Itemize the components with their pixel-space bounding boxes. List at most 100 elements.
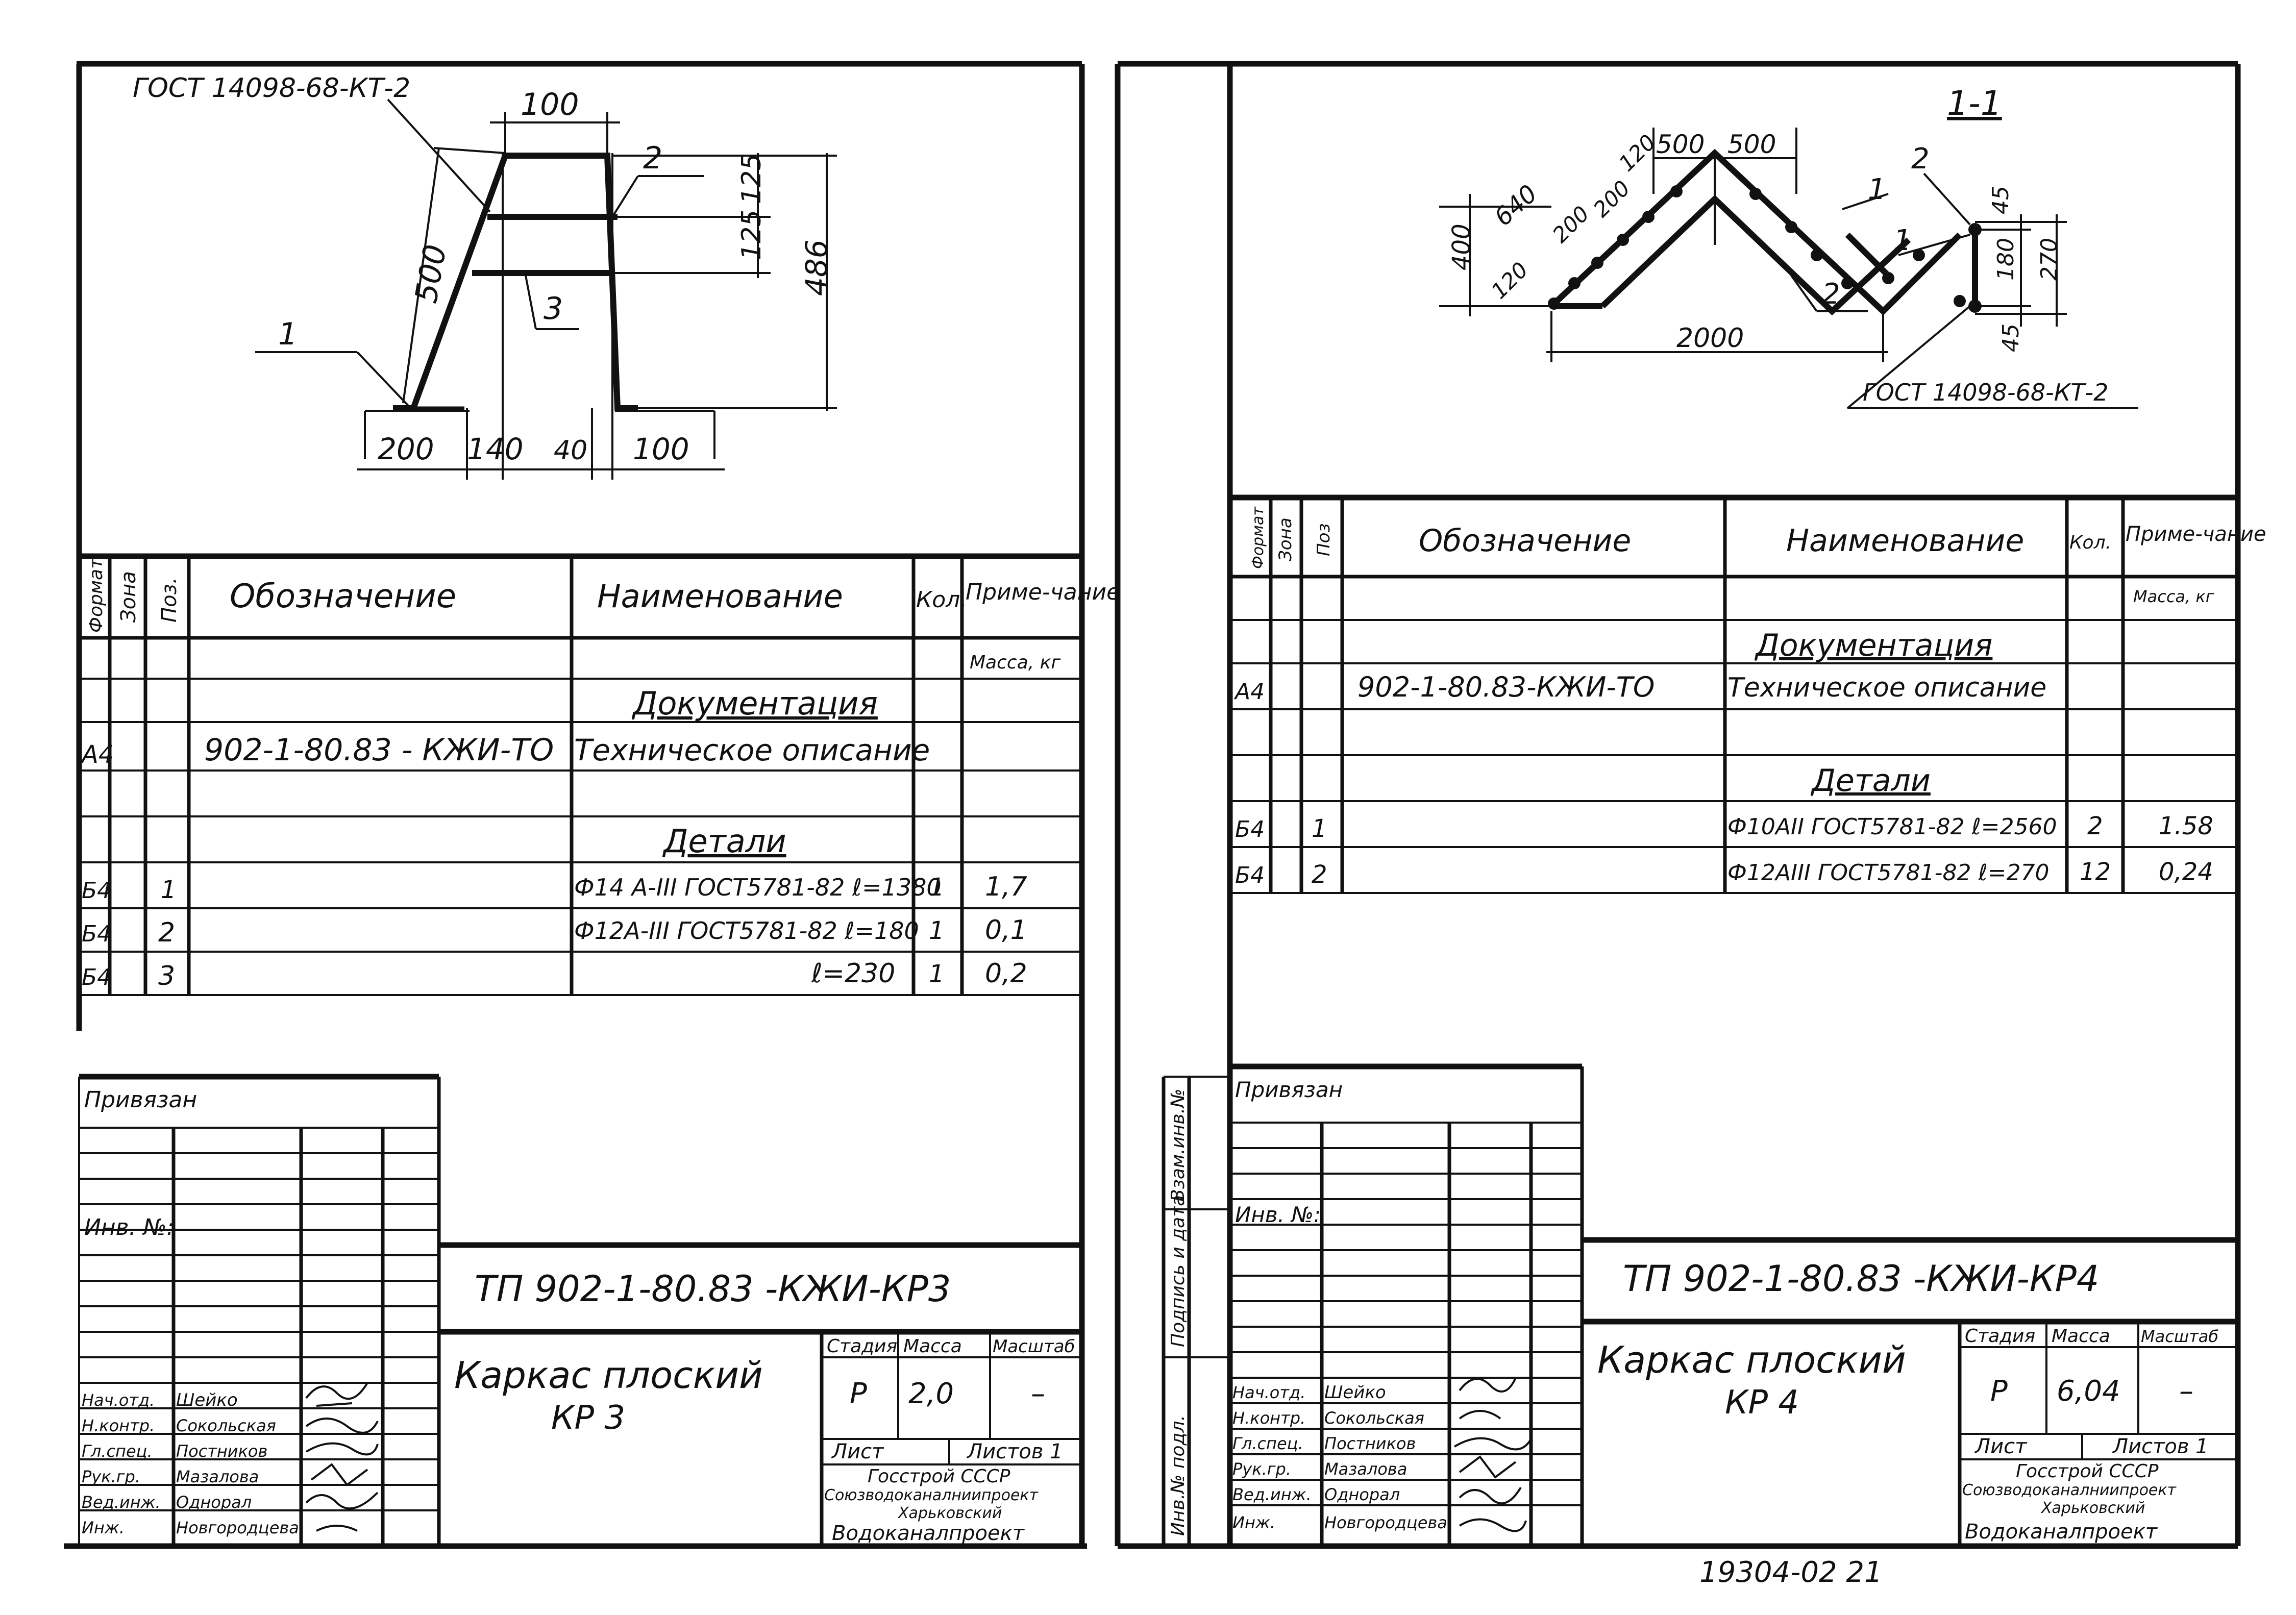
kr4-row1-mass: 1.58: [2159, 812, 2213, 840]
kr4-header-format: Формат: [1249, 506, 1267, 569]
callout-2: 2: [643, 140, 662, 176]
kr4-header-pos: Поз: [1314, 524, 1334, 556]
staff-name-2: Сокольская: [176, 1416, 276, 1435]
dim-v1: 125: [736, 154, 767, 204]
kr3-title-block: Привязан Инв. №: ТП 902-1-80.83 -КЖИ-КР3…: [78, 1074, 1082, 1546]
kr4-signature-2: [1459, 1410, 1501, 1420]
dim-640: 640: [1489, 179, 1543, 232]
kr4-scale-value: –: [2179, 1375, 2193, 1408]
kr4-doc-heading: Документация: [1754, 628, 1992, 663]
dim-45b: 45: [1998, 324, 2024, 352]
kr4-mass-label: Масса, кг: [2133, 587, 2214, 606]
kr4-doc-format: А4: [1233, 679, 1265, 705]
kr4-staff-role-6: Инж.: [1232, 1513, 1275, 1532]
row2-format: Б4: [82, 921, 111, 947]
kr4-callout-1b: 1: [1893, 224, 1912, 257]
header-designation: Обозначение: [230, 578, 456, 615]
staff-name-6: Новгородцева: [176, 1518, 299, 1537]
row1-name: Ф14 А-III ГОСТ5781-82 ℓ=1380: [574, 874, 942, 901]
kr4-stage-header: Стадия: [1965, 1326, 2035, 1347]
row1-qty: 1: [929, 873, 945, 902]
staff-role-1: Нач.отд.: [82, 1390, 155, 1410]
kr4-row2-mass: 0,24: [2159, 858, 2213, 886]
dim-v2: 125: [736, 210, 767, 260]
kr4-header-name: Наименование: [1786, 523, 2024, 559]
dim-b2: 140: [467, 432, 524, 466]
dim-180: 180: [1993, 238, 2019, 281]
doc-format: А4: [80, 740, 114, 769]
header-zone: Зона: [117, 571, 140, 623]
kr4-row2-format: Б4: [1235, 862, 1265, 888]
kr4-signature-3: [1453, 1437, 1532, 1451]
kr4-drawing-code: ТП 902-1-80.83 -КЖИ-КР4: [1623, 1258, 2099, 1300]
side-label-sign: Подпись и дата: [1168, 1195, 1189, 1347]
kr4-doc-name: Техническое описание: [1727, 673, 2046, 703]
section-label: 1-1: [1947, 84, 2002, 123]
kr4-doc-designation: 902-1-80.83-КЖИ-ТО: [1357, 671, 1655, 703]
kr4-title-block: Привязан Инв. №: ТП 902-1-80.83 -КЖИ-КР4…: [1230, 1063, 2238, 1546]
callout-1: 1: [278, 316, 298, 352]
row2-pos: 2: [158, 917, 175, 948]
mass-header: Масса: [903, 1336, 962, 1357]
dim-500b: 500: [1727, 130, 1776, 159]
dim-270: 270: [2036, 238, 2062, 281]
drawing-code: ТП 902-1-80.83 -КЖИ-КР3: [475, 1268, 951, 1310]
dim-b1: 200: [378, 432, 434, 466]
org-line-4: Водоканалпроект: [832, 1522, 1025, 1545]
row1-format: Б4: [82, 878, 111, 904]
dim-120a: 120: [1486, 257, 1533, 304]
kr4-scale-header: Масштаб: [2141, 1327, 2218, 1346]
dim-2000: 2000: [1676, 323, 1744, 354]
dim-400: 400: [1447, 223, 1476, 270]
kr4-parts-heading: Детали: [1810, 763, 1931, 799]
side-label-replace: Взам.инв.№: [1168, 1088, 1189, 1202]
row3-qty: 1: [929, 960, 945, 988]
staff-name-1: Шейко: [176, 1390, 238, 1410]
staff-role-4: Рук.гр.: [82, 1467, 140, 1486]
kr4-mass-value: 6,04: [2057, 1375, 2120, 1408]
org-line-2: Союзводоканалниипроект: [824, 1486, 1039, 1504]
kr4-staff-role-4: Рук.гр.: [1232, 1459, 1291, 1479]
header-qty: Кол.: [916, 587, 967, 613]
doc-name: Техническое описание: [574, 733, 930, 767]
kr4-signature-1: [1459, 1377, 1517, 1393]
header-note: Приме-чание: [966, 579, 1120, 605]
kr4-org-line-3: Харьковский: [2040, 1499, 2145, 1517]
kr4-staff-role-5: Вед.инж.: [1232, 1485, 1312, 1504]
kr4-callout-2b: 2: [1822, 278, 1840, 311]
signature-6: [316, 1525, 358, 1532]
kr4-callout-2a: 2: [1911, 142, 1930, 176]
signature-1: [305, 1382, 368, 1407]
kr4-org-line-2: Союзводоканалниипроект: [1962, 1481, 2177, 1499]
doc-designation: 902-1-80.83 - КЖИ-ТО: [204, 732, 554, 768]
row3-pos: 3: [158, 961, 175, 991]
dim-b4: 100: [633, 432, 689, 466]
kr4-bound-label: Привязан: [1235, 1077, 1343, 1102]
doc-heading: Документация: [631, 685, 878, 722]
staff-role-6: Инж.: [82, 1518, 125, 1537]
inv-label: Инв. №:: [84, 1214, 174, 1240]
weld-ref-label: ГОСТ 14098-68-КТ-2: [133, 73, 410, 104]
kr4-staff-name-4: Мазалова: [1324, 1459, 1407, 1479]
callout-3: 3: [544, 291, 563, 327]
kr4-inv-label: Инв. №:: [1235, 1202, 1321, 1227]
left-sheet: ГОСТ 14098-68-КТ-2 200 140 40 100 100: [64, 61, 1120, 1549]
row3-name: ℓ=230: [811, 958, 895, 989]
kr4-row2-name: Ф12АIII ГОСТ5781-82 ℓ=270: [1727, 860, 2049, 886]
kr4-org-line-1: Госстрой СССР: [2016, 1461, 2159, 1482]
mass-label: Масса, кг: [970, 652, 1061, 673]
staff-name-5: Однорал: [176, 1493, 252, 1512]
kr4-row1-name: Ф10АII ГОСТ5781-82 ℓ=2560: [1727, 814, 2057, 840]
kr4-signature-6: [1459, 1518, 1527, 1532]
header-name: Наименование: [597, 578, 843, 615]
signature-3: [305, 1442, 379, 1456]
dim-200b: 200: [1588, 176, 1635, 222]
title-line-2: КР 3: [551, 1399, 625, 1437]
kr4-drawing: 1-1: [1439, 84, 2138, 409]
kr4-staff-role-3: Гл.спец.: [1232, 1434, 1303, 1453]
dim-b3: 40: [554, 435, 587, 466]
kr4-weld-ref: ГОСТ 14098-68-КТ-2: [1863, 379, 2108, 406]
sheets-header: Листов 1: [966, 1440, 1063, 1463]
signature-2: [305, 1418, 379, 1434]
